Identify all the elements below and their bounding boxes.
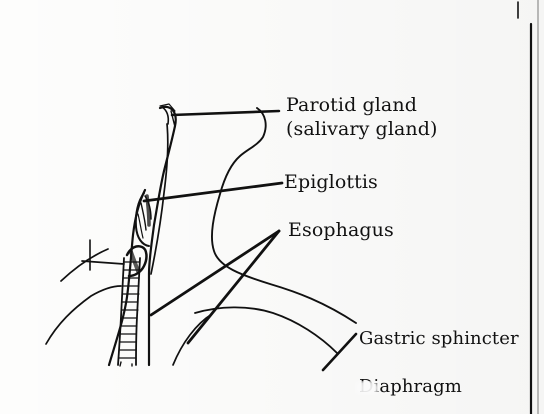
neck-outline-front [147,105,177,367]
leader-gastric-sphincter [321,332,358,372]
leader-parotid-gland [170,109,281,117]
esophagus-left-wall [117,257,125,366]
laryngeal-dark-mark [129,250,140,273]
left-horizontal-mark [81,260,125,265]
upper-body-contour [211,107,357,324]
epiglottis-shade-line [137,213,144,239]
leader-esophagus-upper [149,229,281,317]
bottom-clip-left [119,361,122,367]
esophagus-right-wall [135,257,141,366]
label-parotid-gland: Parotid gland [286,94,417,116]
left-lower-curve [45,285,122,345]
left-shoulder-line [60,248,109,282]
label-diaphragm: Diaphragm [359,376,462,397]
leader-esophagus-lower [186,229,281,345]
epiglottis-structure [134,192,152,247]
leader-epiglottis [142,181,284,203]
laryngeal-dark-shape [125,245,148,278]
epiglottis-dark-fold [145,194,151,227]
esophagus-structure [117,245,148,366]
epiglottis-midline [140,202,147,231]
label-epiglottis: Epiglottis [284,171,378,193]
leader-lines [142,109,358,372]
label-salivary-gland: (salivary gland) [286,118,438,140]
upper-neck-stroke [170,110,176,128]
scan-edge-lines [517,0,539,414]
epiglottis-outline [134,192,150,247]
stomach-arc [194,306,338,354]
label-esophagus: Esophagus [288,219,394,241]
inner-neck-contour [150,123,169,275]
jaw-tip-outline [159,103,176,112]
label-gastric-sphincter: Gastric sphincter [359,328,519,349]
face-outline-curve [161,106,170,125]
